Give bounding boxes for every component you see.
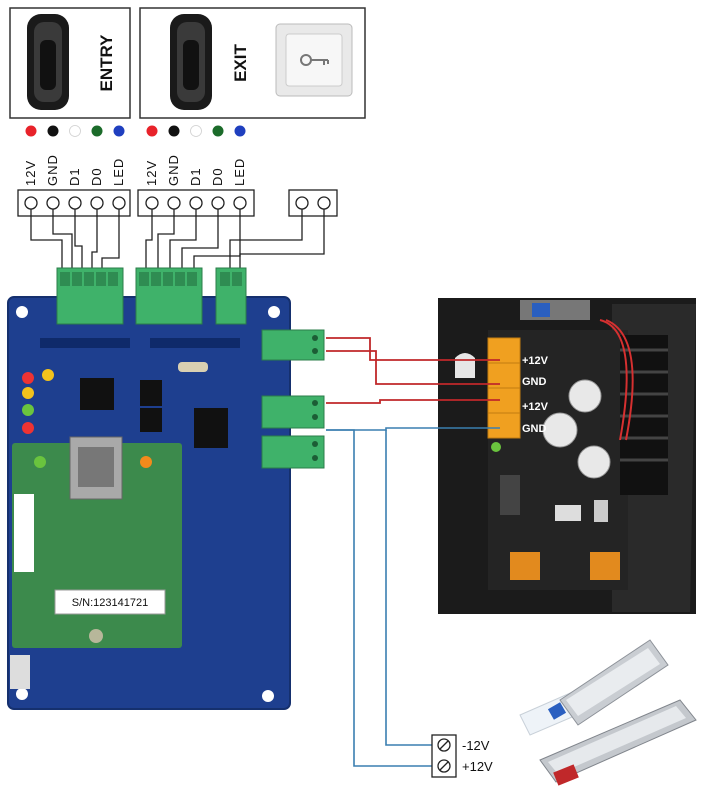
terminal-label: D0 xyxy=(210,167,225,186)
board-power-terminals xyxy=(261,329,325,469)
controller-board: S/N:123141721 xyxy=(7,267,325,710)
entry-terminal-labels: 12V GND D1 D0 LED xyxy=(23,154,126,186)
entry-label: ENTRY xyxy=(97,34,116,92)
entry-reader-box: ENTRY xyxy=(9,7,131,119)
terminal-label: GND xyxy=(166,154,181,186)
ic-chip xyxy=(80,378,114,410)
exit-card-reader xyxy=(170,14,212,110)
terminal-label: D1 xyxy=(67,167,82,186)
terminal-label: LED xyxy=(232,158,247,186)
wire-color-dot xyxy=(234,125,246,137)
relay xyxy=(194,408,228,448)
terminal-label: D0 xyxy=(89,167,104,186)
power-supply: +12V GND +12V GND xyxy=(438,298,696,614)
serial-sticker xyxy=(54,589,166,615)
barcode-label xyxy=(14,494,34,572)
psu-terminal-label: GND xyxy=(522,423,547,435)
exit-label: EXIT xyxy=(231,43,250,81)
lock-terminal-label: +12V xyxy=(462,759,493,774)
electric-bolt-lock xyxy=(519,639,669,736)
entry-terminal-strip xyxy=(17,189,131,217)
psu-terminal-label: +12V xyxy=(522,355,549,367)
key-icon xyxy=(300,54,329,66)
wire-color-dot xyxy=(69,125,81,137)
lock-terminal: -12V +12V xyxy=(431,734,493,778)
lock-terminal-label: -12V xyxy=(462,738,490,753)
wire-color-dot xyxy=(168,125,180,137)
psu-terminal-label: GND xyxy=(522,376,547,388)
board-reader-terminals xyxy=(56,267,247,325)
reader-wires xyxy=(30,209,325,270)
wire-color-dot xyxy=(190,125,202,137)
status-leds xyxy=(22,369,54,434)
terminal-label: D1 xyxy=(188,167,203,186)
power-wires xyxy=(326,337,500,404)
serial-number: S/N:123141721 xyxy=(72,597,148,609)
wire-color-dot xyxy=(113,125,125,137)
resistor xyxy=(178,362,208,372)
exit-terminal-strip xyxy=(137,189,255,217)
rfid-board: S/N:123141721 xyxy=(12,436,182,648)
terminal-label: 12V xyxy=(23,160,38,186)
psu-terminal-label: +12V xyxy=(522,401,549,413)
side-connector xyxy=(10,655,30,689)
lock-wires xyxy=(326,427,500,767)
wire-color-dot xyxy=(146,125,158,137)
heatsink xyxy=(620,335,668,495)
terminal-label: LED xyxy=(111,158,126,186)
entry-wire-color-dots xyxy=(25,125,125,137)
psu-terminal-block xyxy=(487,337,521,439)
exit-push-button xyxy=(275,23,353,97)
wire-color-dot xyxy=(47,125,59,137)
wire-color-dot xyxy=(212,125,224,137)
entry-card-reader xyxy=(27,14,69,110)
wire-color-dot xyxy=(25,125,37,137)
regulator-1 xyxy=(140,380,162,406)
magnetic-lock xyxy=(539,699,697,786)
wire-color-dot xyxy=(91,125,103,137)
terminal-label: GND xyxy=(45,154,60,186)
exit-wire-color-dots xyxy=(146,125,246,137)
exit-button-terminal-strip xyxy=(288,189,338,217)
exit-terminal-labels: 12V GND D1 D0 LED xyxy=(144,154,247,186)
exit-reader-box: EXIT xyxy=(139,7,366,119)
regulator-2 xyxy=(140,408,162,432)
terminal-label: 12V xyxy=(144,160,159,186)
